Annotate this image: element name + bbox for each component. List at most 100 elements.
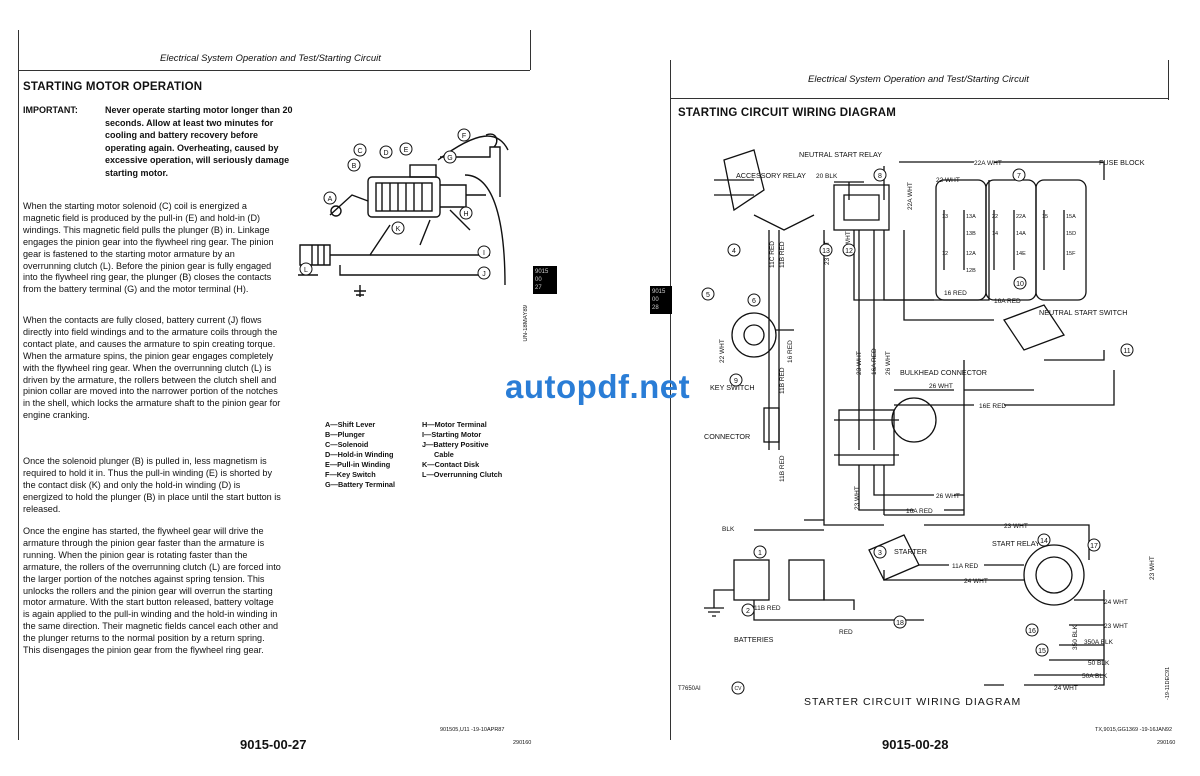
label-e: E — [404, 147, 409, 154]
section-title: STARTING CIRCUIT WIRING DIAGRAM — [678, 107, 897, 119]
fuse-label: 12B — [966, 268, 976, 274]
label-i: I — [483, 250, 485, 257]
left-border — [18, 30, 19, 740]
diagram-caption: STARTER CIRCUIT WIRING DIAGRAM — [804, 696, 1021, 708]
callout-9: 9 — [734, 378, 738, 385]
wire-11b-red-v2: 11B RED — [779, 367, 786, 394]
wire-26-wht-v: 26 WHT — [885, 351, 892, 375]
wire-16-red: 16 RED — [944, 290, 967, 297]
wire-16a-red-b: 16A RED — [906, 508, 933, 515]
callout-15: 15 — [1038, 648, 1046, 655]
fuse-label: 13B — [966, 231, 976, 237]
wire-16a-red-v: 16A RED — [871, 348, 878, 375]
wire-24-wht-c: 24 WHT — [1054, 685, 1078, 692]
page-tab: 9015 00 28 — [650, 286, 672, 314]
legend-item: H—Motor Terminal — [422, 420, 487, 429]
label-neutral-start-switch: NEUTRAL START SWITCH — [1039, 308, 1127, 317]
callout-12: 12 — [845, 248, 853, 255]
legend-item: G—Battery Terminal — [325, 480, 396, 489]
tab-line-2: 00 — [535, 277, 542, 283]
callout-5: 5 — [706, 292, 710, 299]
callout-3: 3 — [878, 550, 882, 557]
legend-item: D—Hold-in Winding — [325, 450, 394, 459]
wire-350a-blk: 350A BLK — [1084, 639, 1114, 646]
right-page: Electrical System Operation and Test/Sta… — [600, 0, 1200, 776]
label-g: G — [447, 155, 452, 162]
wire-16e-red: 16E RED — [979, 403, 1006, 410]
paragraph-1: When the starting motor solenoid (C) coi… — [23, 201, 274, 295]
wire-23-wht: 23 WHT — [1004, 523, 1028, 530]
callout-16: 16 — [1028, 628, 1036, 635]
callout-17: 17 — [1090, 543, 1098, 550]
fuse-label: 14A — [1016, 231, 1026, 237]
fuse-label: 15A — [1066, 214, 1076, 220]
wire-26-wht-v2: 26 WHT — [845, 231, 852, 255]
starting-motor-illustration: A B C D E F G H I J K L — [298, 128, 509, 297]
fuse-label: 15 — [1042, 214, 1048, 220]
label-d: D — [383, 150, 388, 157]
label-k: K — [396, 226, 401, 233]
figure-id: T7650AI — [678, 686, 701, 692]
legend-col-2: H—Motor Terminal I—Starting Motor J—Batt… — [422, 420, 502, 480]
footer-ref: TX,9015,GG1369 -19-16JAN92 — [1095, 727, 1173, 733]
label-accessory-relay: ACCESSORY RELAY — [736, 171, 806, 180]
fuse-label: 12A — [966, 251, 976, 257]
wire-26-wht: 26 WHT — [929, 383, 953, 390]
label-c: C — [357, 148, 362, 155]
right-border-top — [1168, 60, 1169, 100]
label-starter: STARTER — [894, 547, 927, 556]
fuse-label: 22 — [992, 214, 998, 220]
wiring-diagram: NEUTRAL START RELAY ACCESSORY RELAY FUSE… — [678, 149, 1171, 708]
wire-11b-red: 11B RED — [754, 605, 781, 612]
callout-7: 7 — [1017, 173, 1021, 180]
wire-23-wht-b: 23 WHT — [1104, 623, 1128, 630]
legend-item: K—Contact Disk — [422, 460, 480, 469]
figure-id-mark: CV — [735, 686, 743, 692]
label-fuse-block: FUSE BLOCK — [1099, 158, 1145, 167]
legend-item: B—Plunger — [325, 430, 365, 439]
callout-14: 14 — [1040, 538, 1048, 545]
header-rule — [18, 70, 530, 71]
label-a: A — [328, 196, 333, 203]
fuse-label: 14 — [992, 231, 998, 237]
fuse-label: 22A — [1016, 214, 1026, 220]
wire-11a-red: 11A RED — [952, 563, 979, 570]
wire-22a-wht-v: 22A WHT — [907, 182, 914, 210]
page-number: 9015-00-28 — [882, 737, 949, 752]
side-id: UN-18MAY89 — [523, 305, 529, 342]
callout-2: 2 — [746, 608, 750, 615]
wire-11c-red: 11C RED — [769, 241, 776, 268]
page-tab: 9015 00 27 — [533, 266, 557, 294]
legend-col-1: A—Shift Lever B—Plunger C—Solenoid D—Hol… — [325, 420, 395, 490]
label-j: J — [482, 271, 486, 278]
tiny-code: 290160 — [513, 740, 532, 746]
callout-1: 1 — [758, 550, 762, 557]
wire-50-blk: 50 BLK — [1088, 660, 1110, 667]
label-l: L — [304, 267, 308, 274]
wire-11b-red-v3: 11B RED — [779, 455, 786, 482]
tab-line-1: 9015 — [535, 269, 549, 275]
callout-18: 18 — [896, 620, 904, 627]
wire-blk: BLK — [722, 526, 735, 533]
label-connector: CONNECTOR — [704, 432, 750, 441]
wire-11b-red-v: 11B RED — [779, 241, 786, 268]
paragraph-2: When the contacts are fully closed, batt… — [23, 315, 281, 421]
section-title: STARTING MOTOR OPERATION — [23, 81, 203, 93]
legend-item: A—Shift Lever — [325, 420, 376, 429]
legend-item: L—Overrunning Clutch — [422, 470, 503, 479]
left-page: Electrical System Operation and Test/Sta… — [18, 30, 557, 752]
callout-8: 8 — [878, 173, 882, 180]
page-header: Electrical System Operation and Test/Sta… — [160, 53, 381, 64]
wire-24-wht: 24 WHT — [964, 578, 988, 585]
paragraph-3: Once the solenoid plunger (B) is pulled … — [23, 456, 281, 514]
legend-item: E—Pull-in Winding — [325, 460, 391, 469]
important-text: Never operate starting motor longer than… — [105, 105, 293, 178]
callout-13: 13 — [822, 248, 830, 255]
tab-line-2: 00 — [652, 297, 659, 303]
paragraph-4: Once the engine has started, the flywhee… — [23, 526, 281, 656]
label-neutral-start-relay: NEUTRAL START RELAY — [799, 150, 882, 159]
label-batteries: BATTERIES — [734, 635, 774, 644]
label-h: H — [463, 211, 468, 218]
callout-6: 6 — [752, 298, 756, 305]
fuse-label: 14E — [1016, 251, 1026, 257]
